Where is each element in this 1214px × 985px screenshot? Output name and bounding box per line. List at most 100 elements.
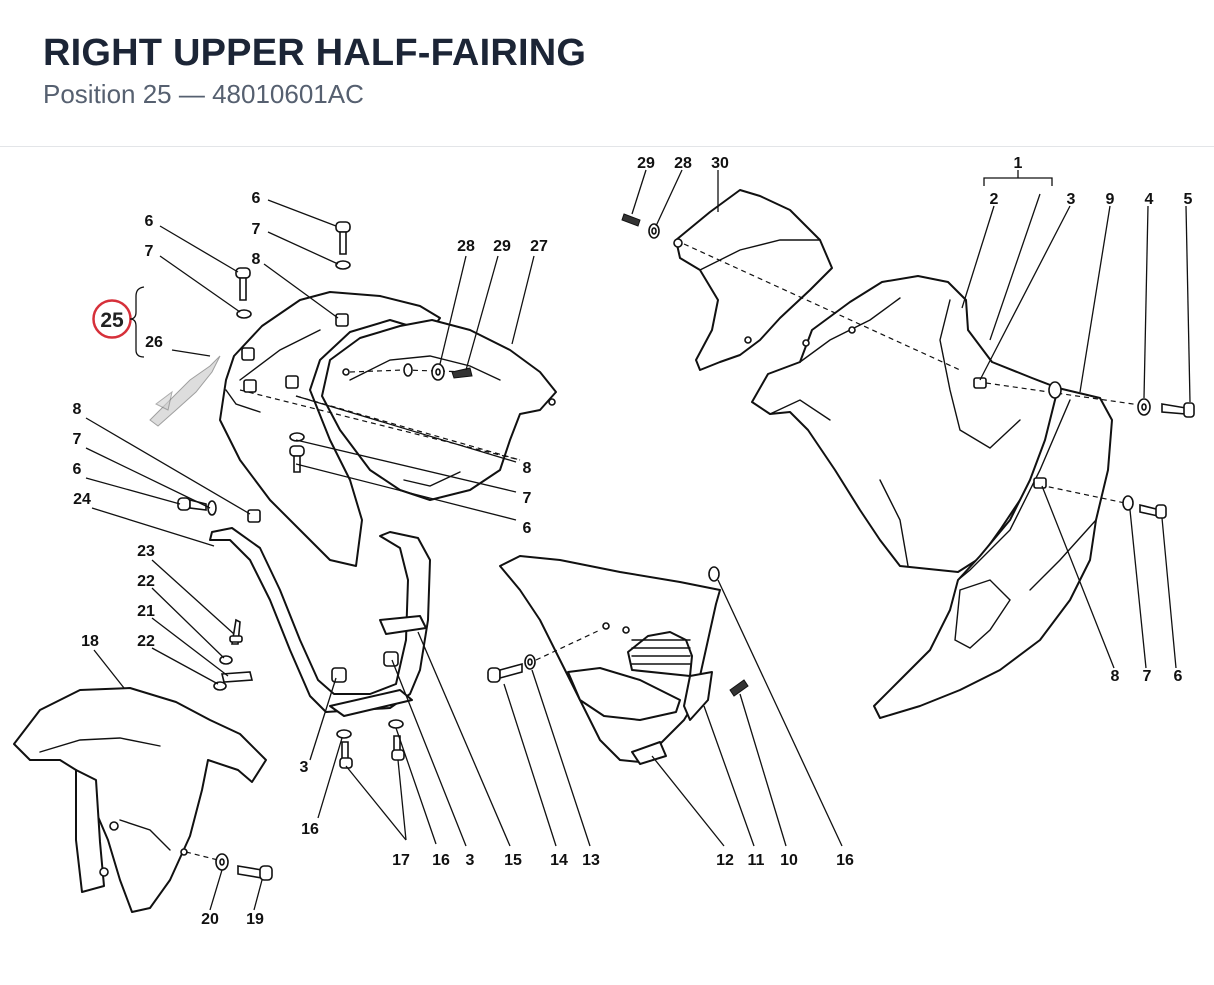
- highlighted-part-26[interactable]: [149, 355, 221, 427]
- callout-6: 6: [73, 461, 82, 478]
- callout-12: 12: [716, 852, 734, 869]
- screw-icon[interactable]: [339, 741, 353, 769]
- page-header: RIGHT UPPER HALF-FAIRING Position 25 — 4…: [0, 0, 1214, 147]
- lower-side-panel-part[interactable]: [499, 555, 721, 765]
- washer-icon[interactable]: [219, 655, 233, 665]
- washer-icon[interactable]: [207, 500, 217, 516]
- callout-8: 8: [1111, 668, 1120, 685]
- callout-26: 26: [145, 334, 163, 351]
- callout-16: 16: [301, 821, 319, 838]
- washer-icon[interactable]: [289, 432, 305, 442]
- assembly-line: [1039, 484, 1126, 504]
- screw-icon[interactable]: [451, 367, 473, 379]
- washer-icon[interactable]: [431, 363, 445, 381]
- callout-27: 27: [530, 238, 548, 255]
- callout-13: 13: [582, 852, 600, 869]
- washer-icon[interactable]: [388, 719, 404, 729]
- washer-icon[interactable]: [403, 363, 413, 377]
- assembly-line: [239, 389, 521, 461]
- washer-icon[interactable]: [524, 654, 536, 670]
- callout-8: 8: [252, 251, 261, 268]
- washer-icon[interactable]: [1137, 398, 1151, 416]
- callout-9: 9: [1106, 191, 1115, 208]
- washer-icon[interactable]: [335, 260, 351, 270]
- screw-icon[interactable]: [621, 213, 641, 227]
- callout-16: 16: [432, 852, 450, 869]
- callout-28: 28: [457, 238, 475, 255]
- callout-19: 19: [246, 911, 264, 928]
- bushing-icon[interactable]: [383, 651, 399, 667]
- washer-icon[interactable]: [708, 566, 720, 582]
- washer-icon[interactable]: [215, 853, 229, 871]
- callout-6: 6: [523, 520, 532, 537]
- nut-plate-icon[interactable]: [220, 671, 254, 683]
- rubber-grommet-icon[interactable]: [229, 618, 243, 645]
- assembly-line: [985, 382, 1141, 406]
- callout-16: 16: [836, 852, 854, 869]
- callout-8: 8: [73, 401, 82, 418]
- washer-icon[interactable]: [1122, 495, 1134, 511]
- callout-28: 28: [674, 155, 692, 172]
- callout-8: 8: [523, 460, 532, 477]
- callout-14: 14: [550, 852, 568, 869]
- callout-7: 7: [523, 490, 532, 507]
- bushing-icon[interactable]: [973, 377, 987, 389]
- washer-icon[interactable]: [1048, 381, 1062, 399]
- callout-7: 7: [252, 221, 261, 238]
- lower-fairing-part[interactable]: [873, 387, 1113, 719]
- callout-3: 3: [1067, 191, 1076, 208]
- bushing-icon[interactable]: [335, 313, 349, 327]
- highlight-callout-25[interactable]: 25: [92, 299, 132, 339]
- bushing-icon[interactable]: [1033, 477, 1047, 489]
- screw-icon[interactable]: [729, 679, 749, 697]
- callout-4: 4: [1145, 191, 1154, 208]
- bushing-icon[interactable]: [243, 379, 257, 393]
- washer-icon[interactable]: [236, 309, 252, 319]
- screw-icon[interactable]: [1139, 503, 1167, 519]
- screw-icon[interactable]: [335, 221, 351, 255]
- callout-7: 7: [73, 431, 82, 448]
- callout-29: 29: [493, 238, 511, 255]
- stay-bracket-part[interactable]: [209, 527, 431, 717]
- bushing-icon[interactable]: [241, 347, 255, 361]
- assembly-line: [185, 851, 219, 861]
- screw-icon[interactable]: [487, 662, 523, 683]
- callout-6: 6: [145, 213, 154, 230]
- inner-air-duct-part[interactable]: [673, 189, 833, 371]
- callout-18: 18: [81, 633, 99, 650]
- callout-3: 3: [300, 759, 309, 776]
- page-subtitle: Position 25 — 48010601AC: [43, 79, 364, 109]
- screw-icon[interactable]: [177, 497, 207, 511]
- callout-24: 24: [73, 491, 91, 508]
- highlight-number: 25: [100, 309, 124, 332]
- bushing-icon[interactable]: [331, 667, 347, 683]
- callout-20: 20: [201, 911, 219, 928]
- screw-icon[interactable]: [391, 735, 405, 761]
- washer-icon[interactable]: [648, 223, 660, 239]
- screw-icon[interactable]: [235, 267, 251, 301]
- callout-7: 7: [145, 243, 154, 260]
- callout-2: 2: [990, 191, 999, 208]
- callout-5: 5: [1184, 191, 1193, 208]
- bushing-icon[interactable]: [247, 509, 261, 523]
- washer-icon[interactable]: [336, 729, 352, 739]
- bushing-icon[interactable]: [285, 375, 299, 389]
- callout-22: 22: [137, 633, 155, 650]
- callout-17: 17: [392, 852, 410, 869]
- group-bracket: [129, 286, 145, 358]
- callout-6: 6: [252, 190, 261, 207]
- callout-11: 11: [748, 852, 765, 869]
- assembly-line: [535, 629, 601, 661]
- screw-icon[interactable]: [237, 865, 273, 881]
- callout-21: 21: [137, 603, 155, 620]
- screw-icon[interactable]: [1161, 402, 1195, 418]
- callout-3: 3: [466, 852, 475, 869]
- front-mudguard-part[interactable]: [13, 687, 267, 913]
- assembly-line: [683, 243, 961, 371]
- callout-1: 1: [1014, 155, 1023, 172]
- upper-fairing-part[interactable]: [219, 291, 441, 567]
- callout-23: 23: [137, 543, 155, 560]
- headlight-bracket-part[interactable]: [321, 319, 557, 501]
- callout-29: 29: [637, 155, 655, 172]
